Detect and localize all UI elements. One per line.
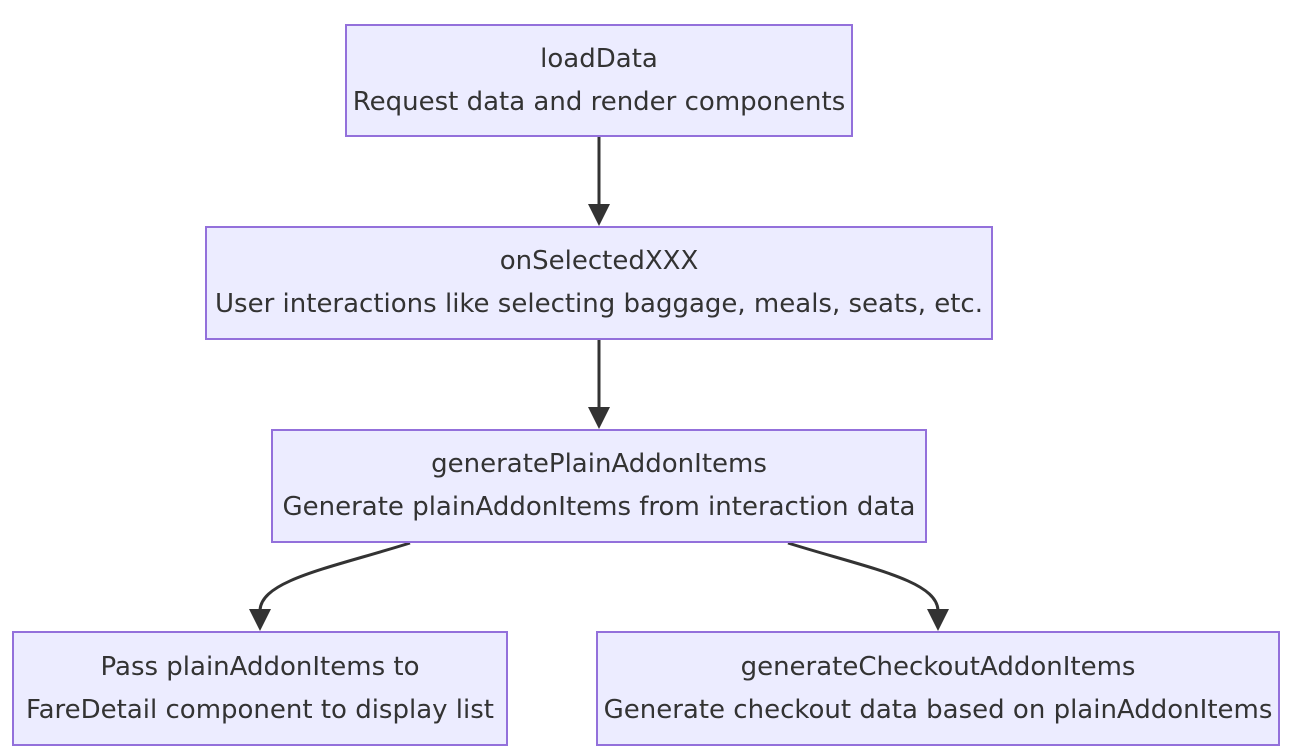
node-generate-checkout-title: generateCheckoutAddonItems	[740, 651, 1136, 682]
edge-load-data-to-on-selected	[588, 137, 610, 226]
node-generate-checkout-addon-items: generateCheckoutAddonItems Generate chec…	[596, 631, 1280, 746]
node-on-selected: onSelectedXXX User interactions like sel…	[205, 226, 993, 340]
node-generate-checkout-description: Generate checkout data based on plainAdd…	[603, 694, 1273, 725]
node-pass-plain-line1: Pass plainAddonItems to	[100, 651, 420, 682]
node-pass-plain-addon-items: Pass plainAddonItems to FareDetail compo…	[12, 631, 508, 746]
edge-on-selected-to-generate-plain	[588, 340, 610, 429]
node-generate-plain-description: Generate plainAddonItems from interactio…	[282, 492, 916, 522]
node-on-selected-title: onSelectedXXX	[499, 246, 699, 276]
node-load-data-description: Request data and render components	[352, 86, 846, 117]
node-load-data: loadData Request data and render compone…	[345, 24, 853, 137]
node-on-selected-description: User interactions like selecting baggage…	[215, 289, 983, 319]
node-generate-plain-title: generatePlainAddonItems	[431, 449, 767, 479]
edge-generate-plain-to-pass-plain	[249, 541, 411, 631]
node-load-data-title: loadData	[540, 43, 658, 74]
edge-generate-plain-to-generate-checkout	[787, 541, 949, 631]
node-pass-plain-line2: FareDetail component to display list	[26, 694, 494, 725]
node-generate-plain-addon-items: generatePlainAddonItems Generate plainAd…	[271, 429, 927, 543]
